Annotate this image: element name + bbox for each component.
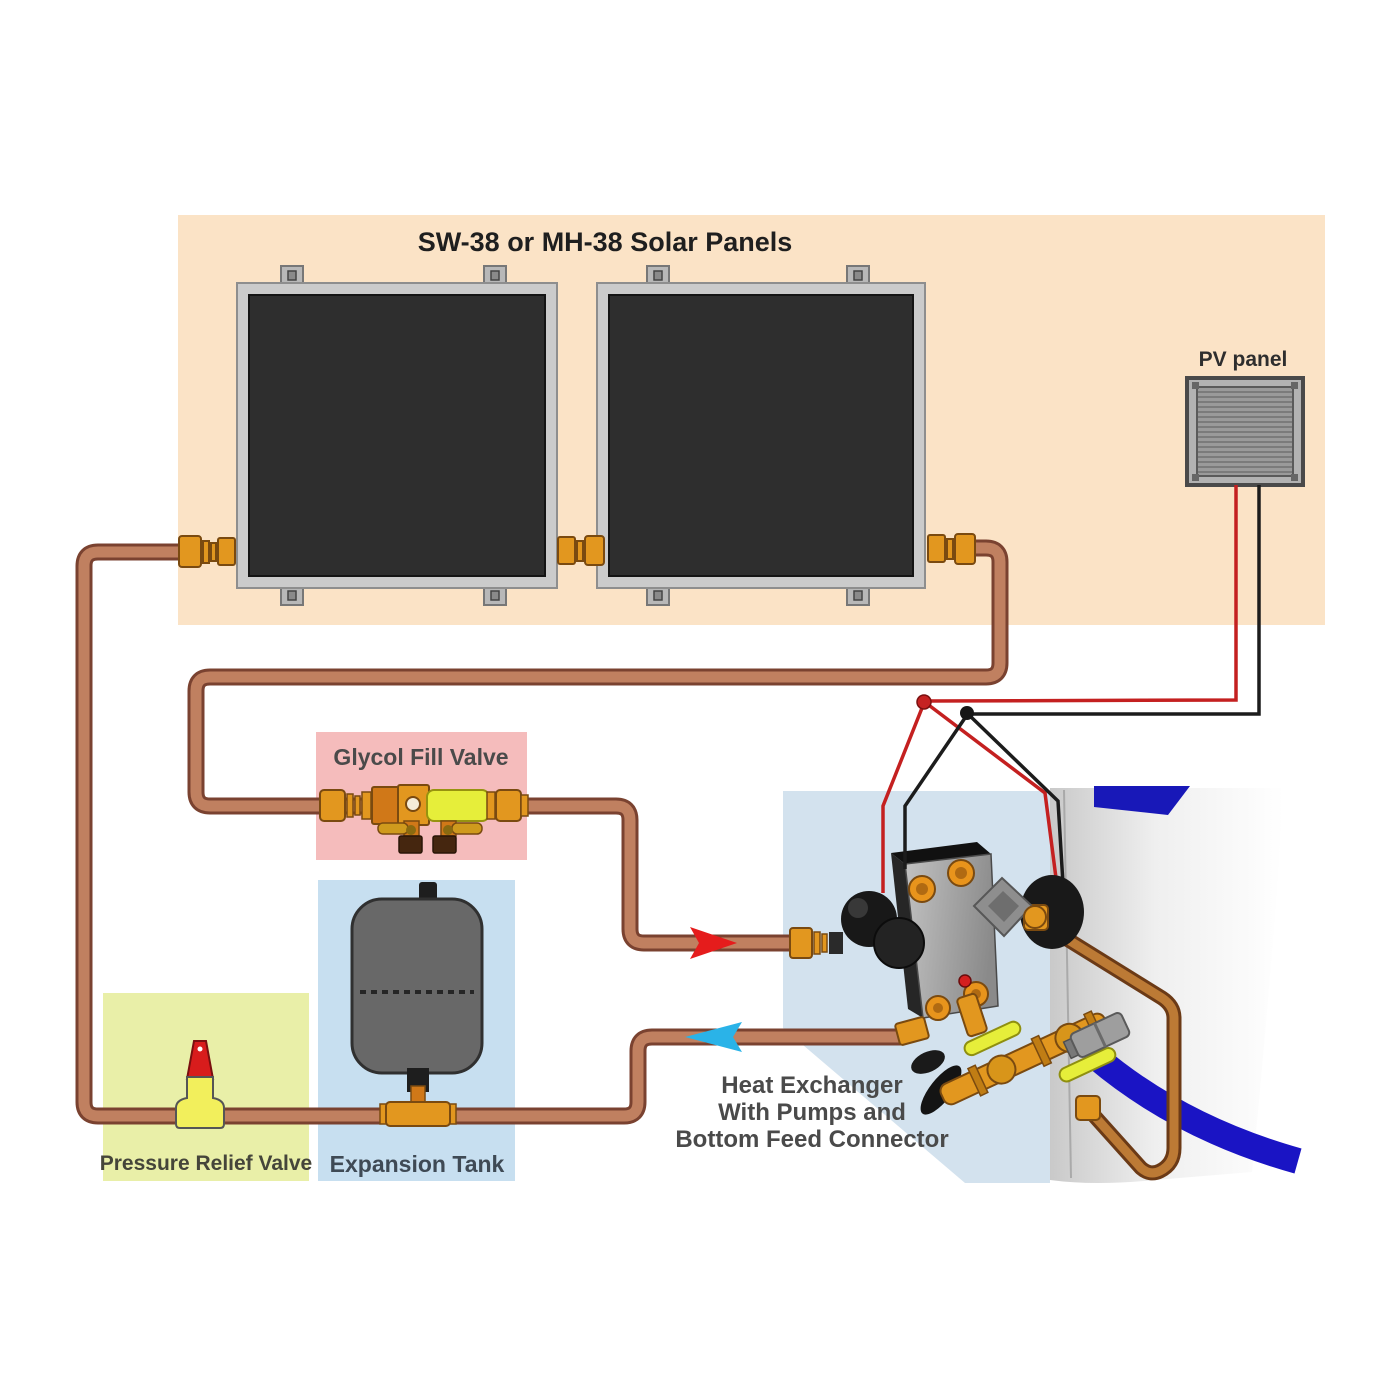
panel-2-absorber [608,294,914,577]
feed-pipe [187,539,1009,952]
valve-handle-yellow-2 [1058,1047,1117,1083]
expansion-tank [350,882,484,1127]
panel-inlet-fitting [178,535,236,568]
pressure-relief-valve [175,1040,225,1129]
tank-bottom-blue-pipe [1087,1047,1302,1174]
cold-flow-arrow [685,1022,742,1052]
heat-exchanger-label-line1: Heat Exchanger [721,1072,903,1099]
black-wire [968,485,1261,716]
pump-wires [881,694,1065,893]
glycol-fill-valve-label: Glycol Fill Valve [333,744,509,770]
hot-flow-arrow [690,927,737,959]
right-pump [972,875,1084,949]
panel-coupling-fitting [557,535,605,566]
pv-panel [1185,376,1305,487]
storage-tank [1050,786,1302,1183]
union-fitting [1062,1012,1131,1060]
gauge-red-dot [958,974,972,988]
red-wire-node [916,694,932,710]
expansion-tank-label: Expansion Tank [329,1151,505,1177]
glycol-fill-valve [319,784,529,854]
pv-panel-label: PV panel [1198,348,1288,371]
valve-handle-yellow-1 [963,1020,1022,1057]
tank-top-blue-band [1094,786,1190,815]
pressure-relief-valve-label: Pressure Relief Valve [99,1152,313,1175]
diagram-title: SW-38 or MH-38 Solar Panels [417,227,793,257]
red-wire [924,485,1238,703]
pv-wires [924,485,1261,716]
heat-exchanger-label-line3: Bottom Feed Connector [675,1126,949,1153]
left-pump [789,891,925,969]
solar-panel-1 [236,265,558,606]
tank-feed-pipe [1042,919,1182,1181]
return-pipe [75,543,903,1125]
panel-outlet-fitting [927,533,976,565]
panel-1-absorber [248,294,546,577]
solar-panel-2 [596,265,926,606]
heat-exchanger-label: Heat Exchanger With Pumps and Bottom Fee… [675,1072,948,1153]
heat-exchanger-label-line2: With Pumps and [718,1099,906,1126]
bottom-feed-connector [894,974,1131,1121]
black-wire-node [960,706,974,720]
